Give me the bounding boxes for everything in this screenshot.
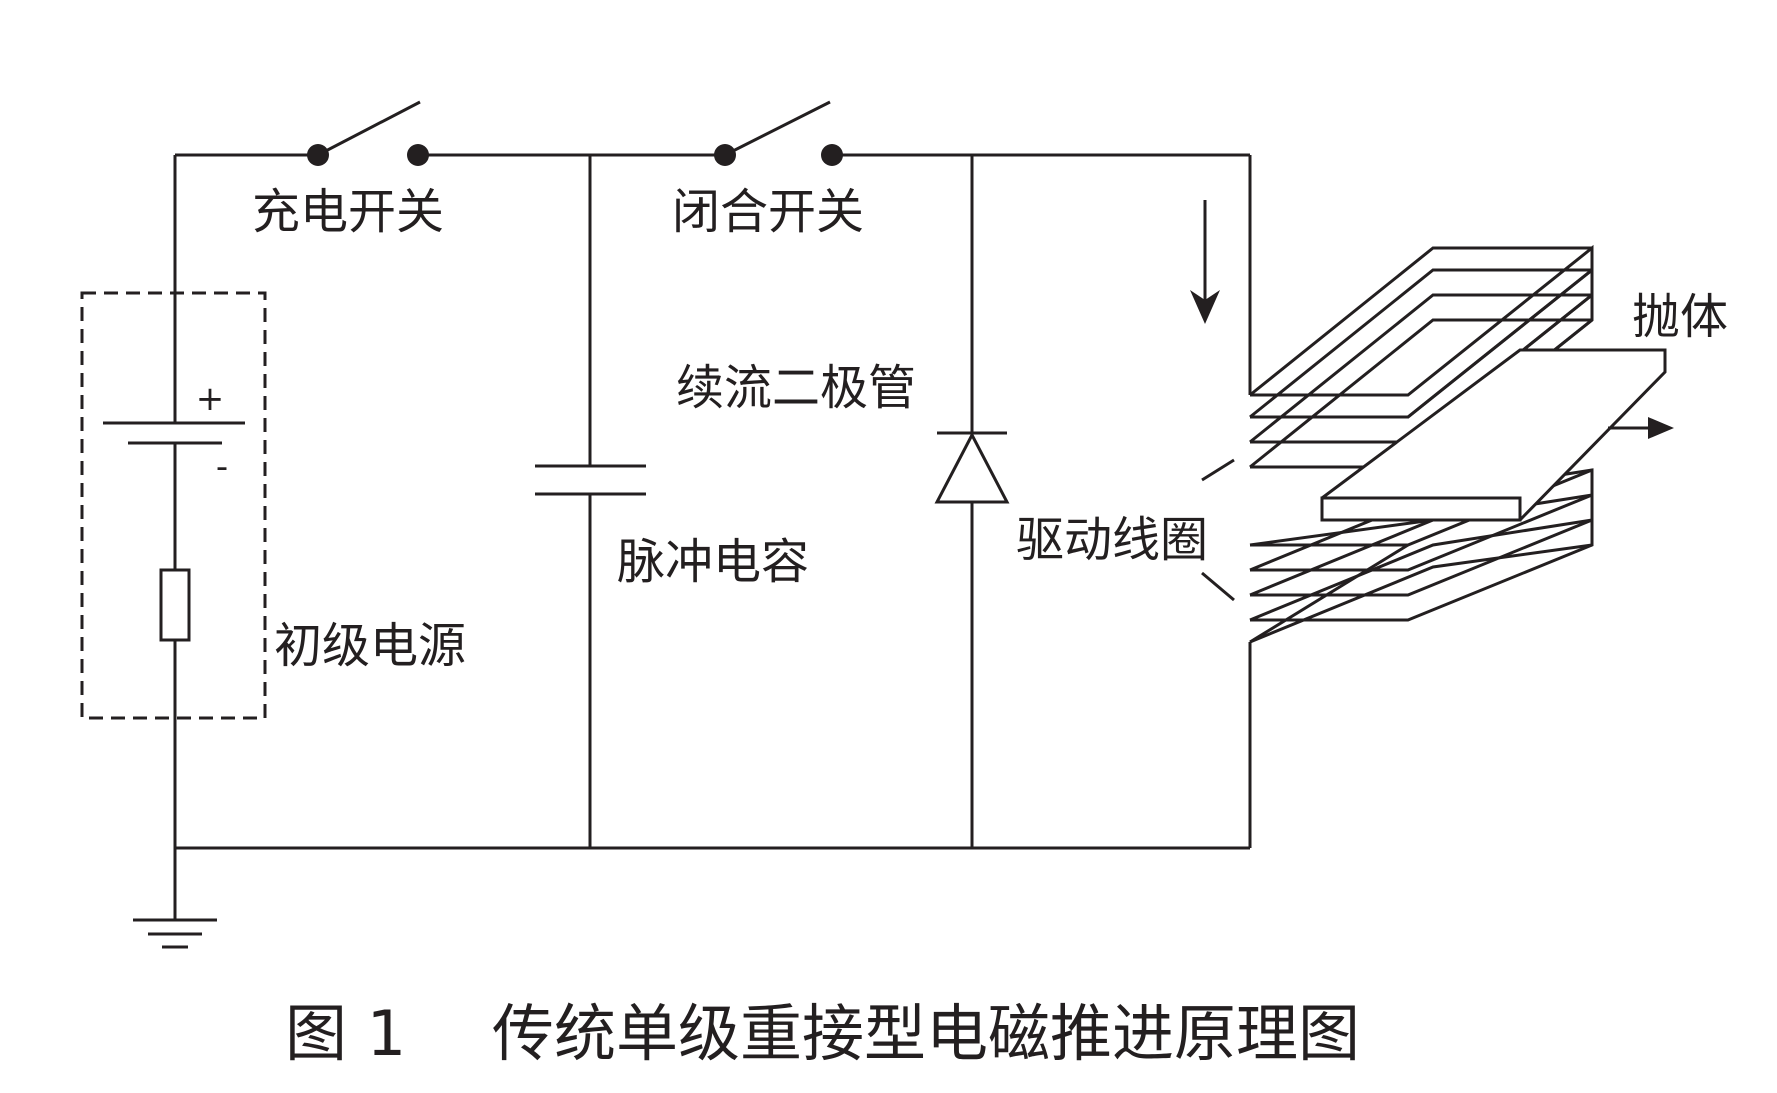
ground-icon bbox=[133, 918, 217, 949]
current-arrow-head-icon bbox=[1190, 290, 1220, 324]
drive-coil-label: 驱动线圈 bbox=[1016, 512, 1208, 568]
charge-switch-icon bbox=[317, 100, 421, 157]
freewheel-diode-label: 续流二极管 bbox=[676, 360, 916, 416]
charge-switch-terminal-right bbox=[407, 144, 429, 166]
pulse-capacitor-label: 脉冲电容 bbox=[617, 534, 809, 590]
close-switch-terminal-right bbox=[821, 144, 843, 166]
battery-minus-sign: - bbox=[216, 447, 228, 487]
switch-terminals bbox=[307, 144, 843, 166]
projectile-arrow-head-icon bbox=[1648, 417, 1674, 439]
diode-icon bbox=[934, 431, 1010, 504]
battery-icon bbox=[103, 421, 245, 445]
projectile bbox=[1320, 348, 1667, 522]
capacitor-icon bbox=[535, 464, 646, 496]
primary-source-label: 初级电源 bbox=[274, 618, 466, 674]
figure-number: 图 1 bbox=[285, 997, 406, 1070]
close-switch-label: 闭合开关 bbox=[672, 184, 864, 240]
projectile-label: 抛体 bbox=[1632, 289, 1728, 345]
charge-switch-terminal-left bbox=[307, 144, 329, 166]
coil-leader-lines bbox=[1201, 458, 1235, 602]
close-switch-icon bbox=[724, 100, 831, 157]
close-switch-terminal-left bbox=[714, 144, 736, 166]
battery-plus-sign: + bbox=[196, 379, 225, 419]
charge-switch-label: 充电开关 bbox=[252, 184, 444, 240]
figure-title: 传统单级重接型电磁推进原理图 bbox=[492, 997, 1360, 1070]
primary-source-box bbox=[80, 291, 267, 720]
resistor-icon bbox=[159, 568, 191, 642]
